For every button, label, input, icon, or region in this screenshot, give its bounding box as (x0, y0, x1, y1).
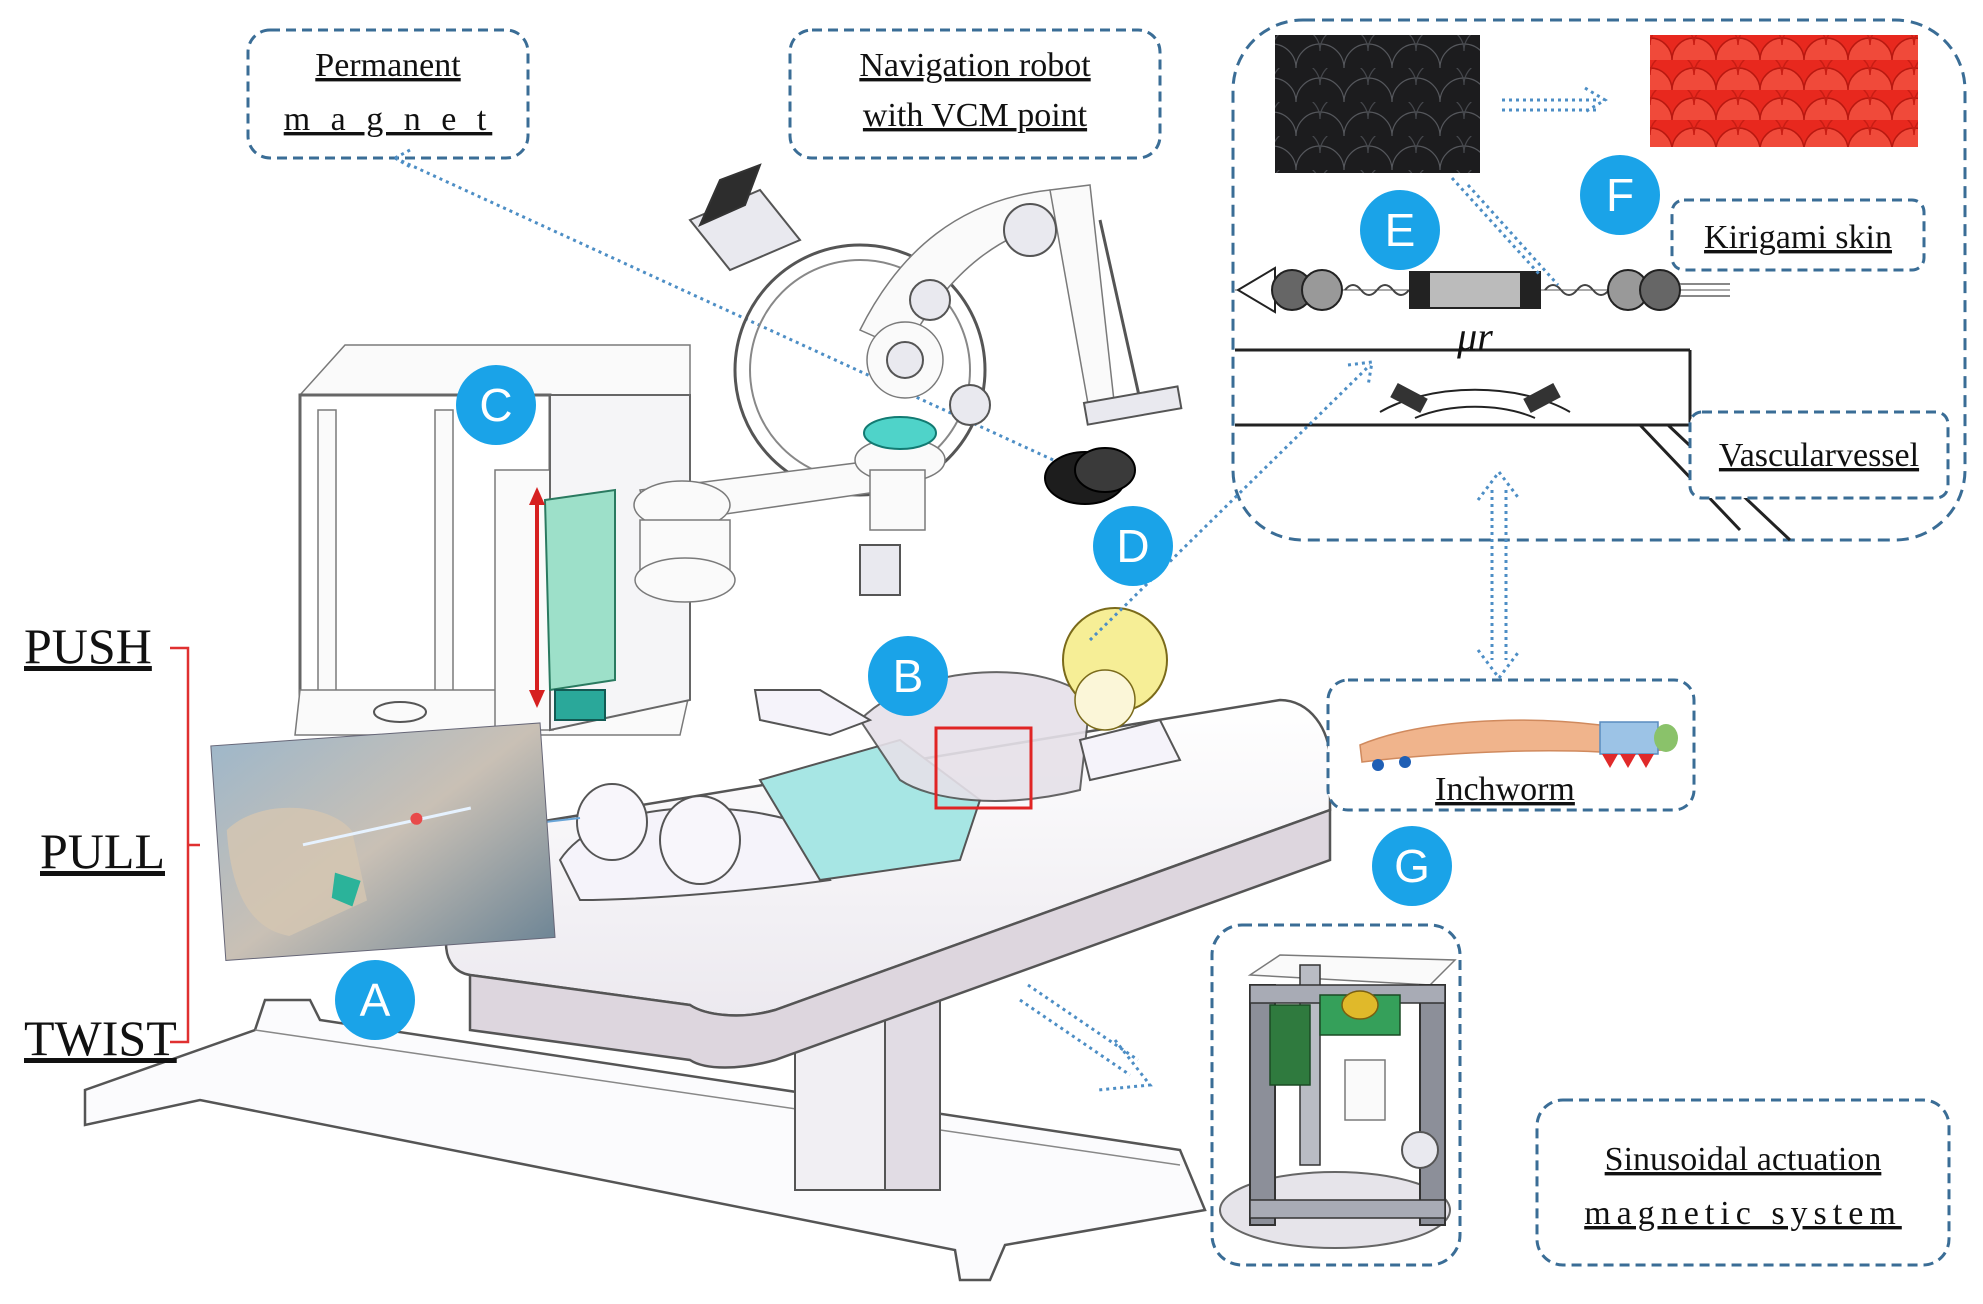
controls-bracket (170, 646, 200, 1044)
magnet-pointer-arrowhead (394, 148, 413, 170)
magnetic-chain-schematic (1235, 266, 1730, 314)
vessel-schematic: μr (1235, 314, 1792, 542)
sinusoidal-label-1: Sinusoidal actuation (1605, 1141, 1882, 1178)
inchworm-callout: Inchworm (1326, 678, 1696, 812)
catheter-photo (210, 722, 556, 961)
permanent-magnet-d (1044, 447, 1136, 505)
navigation-robot-label-2: with VCM point (863, 97, 1088, 134)
navigation-robot-arm (688, 163, 1183, 505)
manual-controls: PUSH PULL TWIST (24, 618, 200, 1066)
kirigami-before-image (1275, 35, 1480, 173)
patient-mannequin (558, 607, 1182, 902)
mu-r-symbol: μr (1456, 314, 1493, 359)
badge-c: C (456, 365, 536, 445)
badge-b-letter: B (893, 650, 924, 702)
permanent-magnet-box (246, 28, 530, 160)
catheter-robot-frame (294, 344, 946, 736)
navigation-robot-label-1: Navigation robot (859, 47, 1091, 84)
vascular-vessel-label: Vascularvessel (1719, 437, 1919, 474)
kirigami-skin-box (1670, 198, 1926, 272)
insertion-site-highlight (934, 726, 1033, 810)
badge-f-letter: F (1606, 169, 1634, 221)
inchworm-label: Inchworm (1435, 771, 1575, 808)
microrobot-detail-panel: Kirigami skin (1231, 18, 1967, 542)
kirigami-transform-arrow (1502, 86, 1608, 114)
badge-a-letter: A (360, 974, 391, 1026)
kirigami-skin-label: Kirigami skin (1704, 219, 1892, 256)
badge-f: F (1580, 155, 1660, 235)
twist-label: TWIST (24, 1010, 177, 1066)
detail-panel-border (1231, 18, 1967, 542)
sinusoidal-system (1019, 923, 1462, 1267)
badge-e: E (1360, 190, 1440, 270)
badge-d: D (1093, 506, 1173, 586)
navigation-robot-callout: Navigation robot with VCM point (788, 28, 1162, 160)
permanent-magnet-label-1: Permanent (315, 47, 461, 84)
table-to-device-arrow (1019, 998, 1131, 1077)
push-label: PUSH (24, 618, 152, 674)
sinusoidal-label-2: magnetic system (1584, 1195, 1902, 1232)
navigation-robot-box (788, 28, 1162, 160)
permanent-magnet-callout: Permanent m a g n e t (246, 28, 530, 160)
vessel-pointer-line (1088, 363, 1372, 642)
badge-e-letter: E (1385, 204, 1416, 256)
badge-d-letter: D (1116, 520, 1149, 572)
badge-g: G (1372, 826, 1452, 906)
permanent-magnet-label-2: m a g n e t (284, 101, 493, 138)
kirigami-after-image (1650, 35, 1918, 147)
pull-label: PULL (40, 823, 165, 879)
badge-c-letter: C (479, 379, 512, 431)
panel-inchworm-connector (1476, 469, 1522, 681)
badge-b: B (868, 636, 948, 716)
badge-a: A (335, 960, 415, 1040)
sinusoidal-callout: Sinusoidal actuation magnetic system (1535, 1098, 1951, 1267)
sinusoidal-label-box (1535, 1098, 1951, 1267)
vascular-vessel-box (1688, 410, 1950, 500)
badge-g-letter: G (1394, 840, 1430, 892)
